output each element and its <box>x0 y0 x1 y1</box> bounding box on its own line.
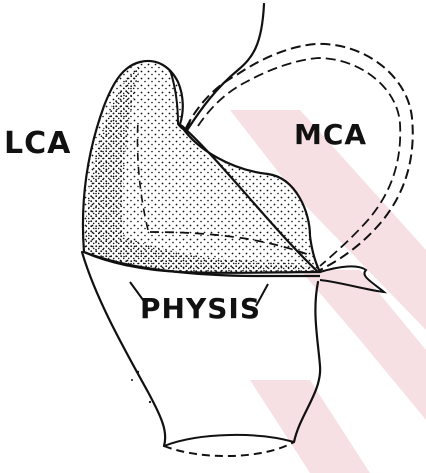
shaft-cut-front <box>164 442 294 456</box>
label-lca: LCA <box>4 126 71 161</box>
shaft-cut-back <box>164 435 294 446</box>
shaft-speckles <box>131 371 151 403</box>
label-mca: MCA <box>294 118 367 151</box>
label-physis: PHYSIS <box>140 292 261 325</box>
